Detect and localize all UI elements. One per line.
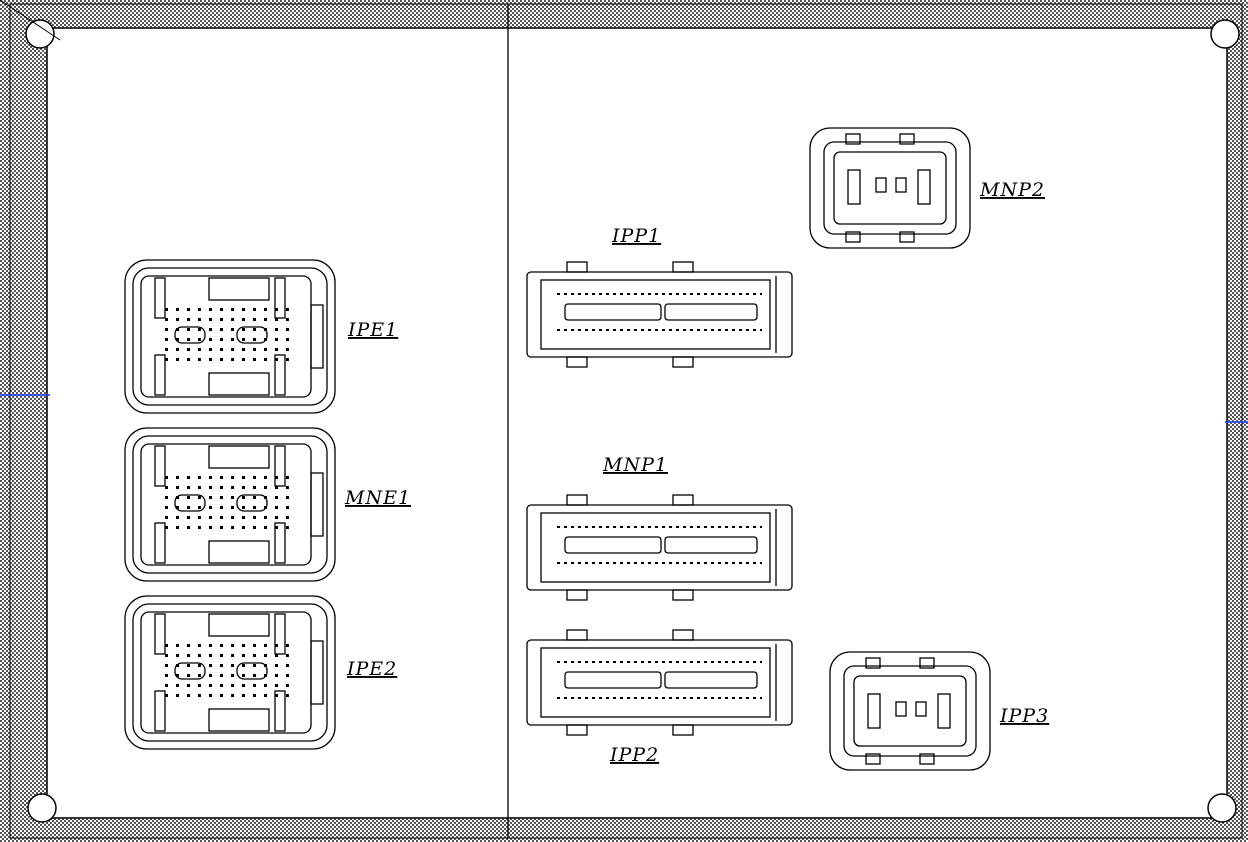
mne1-connector xyxy=(124,427,336,582)
connector-group xyxy=(124,127,991,771)
label-ipp3: IPP3 xyxy=(999,705,1049,727)
mnp2-connector xyxy=(809,127,971,249)
ipe1-connector xyxy=(124,259,336,414)
label-mne1: MNE1 xyxy=(344,487,411,509)
ipp1-connector xyxy=(526,261,793,368)
mnp1-connector xyxy=(526,494,793,601)
label-ipp1: IPP1 xyxy=(611,225,661,247)
label-ipe2: IPE2 xyxy=(346,658,397,680)
ipp3-connector xyxy=(829,651,991,771)
label-mnp1: MNP1 xyxy=(602,454,668,476)
ipp2-connector xyxy=(526,629,793,736)
label-mnp2: MNP2 xyxy=(979,179,1045,201)
label-ipe1: IPE1 xyxy=(347,319,398,341)
label-ipp2: IPP2 xyxy=(609,744,659,766)
ipe2-connector xyxy=(124,595,336,750)
